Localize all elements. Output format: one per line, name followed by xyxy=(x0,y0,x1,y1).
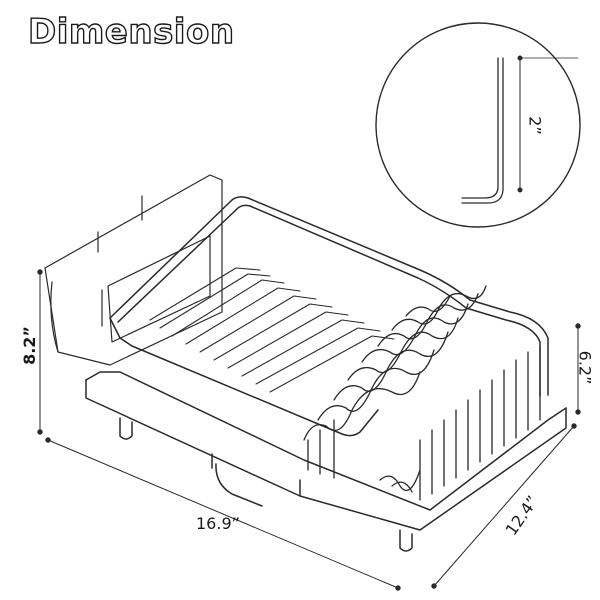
detail-depth-label: 2” xyxy=(525,116,545,135)
side-height-dimension-line xyxy=(575,323,581,415)
depth-dimension-line xyxy=(431,423,577,589)
diagram-title: Dimension xyxy=(27,11,235,52)
height-label: 8.2” xyxy=(19,326,39,365)
plate-slots xyxy=(303,285,541,501)
utensil-holder xyxy=(44,174,223,366)
width-dimension-line xyxy=(45,437,401,591)
detail-callout xyxy=(375,22,581,228)
width-label: 16.9” xyxy=(196,514,240,533)
side-height-label: 6.2” xyxy=(575,350,595,385)
rack-frame xyxy=(85,196,567,552)
height-dimension-line xyxy=(37,269,43,435)
rack-wires xyxy=(149,267,395,393)
